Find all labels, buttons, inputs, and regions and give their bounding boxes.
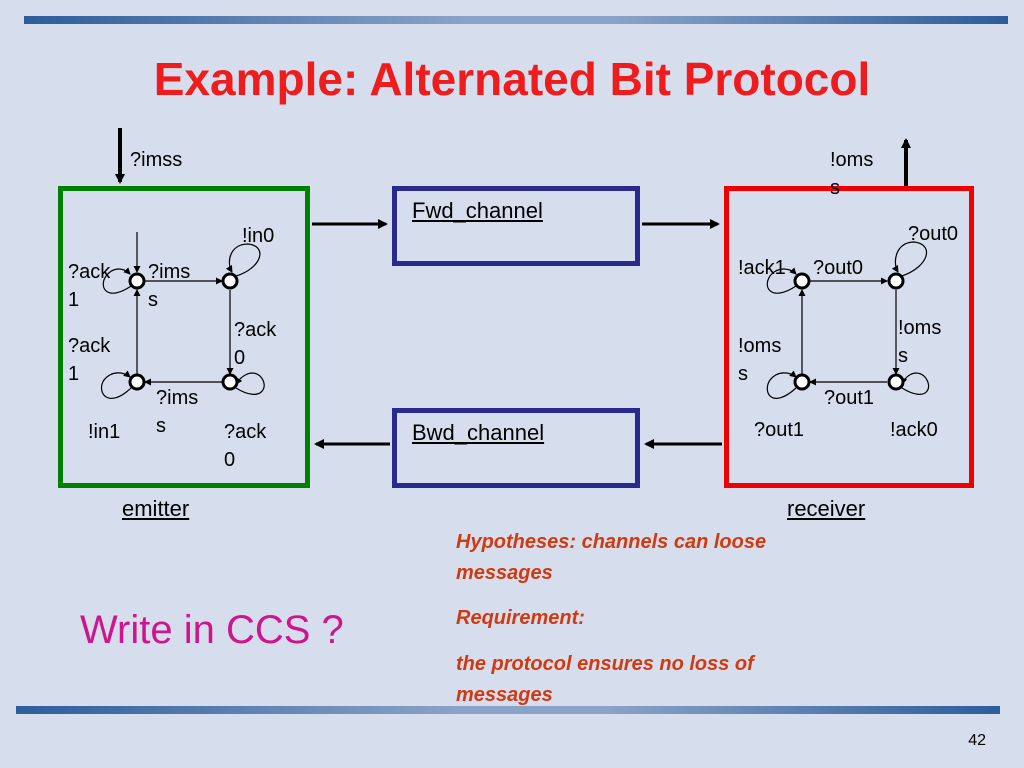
emitter-ack1-left-label-l1: ?ack bbox=[68, 335, 111, 357]
receiver-states bbox=[793, 272, 905, 391]
receiver-ack1-label: !ack1 bbox=[738, 257, 786, 279]
emitter-state-machine bbox=[100, 232, 265, 399]
emitter-state-2 bbox=[221, 373, 239, 391]
emitter-caption: emitter bbox=[122, 496, 190, 521]
page-number: 42 bbox=[968, 732, 986, 749]
emitter-imss-bottom-label-l1: ?ims bbox=[156, 387, 199, 409]
emitter-state-3 bbox=[128, 373, 146, 391]
receiver-box bbox=[724, 186, 974, 488]
emitter-state-1 bbox=[221, 272, 239, 290]
output-label-line2: s bbox=[830, 177, 840, 199]
emitter-imss-top-label-l1: ?ims bbox=[148, 261, 191, 283]
receiver-out0-top-label: ?out0 bbox=[908, 223, 959, 245]
emitter-ack0-right-label-l1: ?ack bbox=[234, 319, 277, 341]
emitter-ack1-left-label-l2: 1 bbox=[68, 363, 80, 385]
receiver-omss-right-label-l2: s bbox=[898, 345, 908, 367]
emitter-in0-label: !in0 bbox=[242, 225, 275, 247]
top-divider-bar bbox=[24, 16, 1008, 24]
emitter-ack0-right-label-l2: 0 bbox=[234, 347, 246, 369]
requirement-label: Requirement: bbox=[456, 607, 585, 629]
receiver-ack0-label: !ack0 bbox=[890, 419, 938, 441]
receiver-caption: receiver bbox=[787, 496, 866, 521]
receiver-out1-mid-label: ?out1 bbox=[824, 387, 875, 409]
slide-title: Example: Alternated Bit Protocol bbox=[153, 53, 871, 105]
output-label-line1: !oms bbox=[830, 149, 874, 171]
emitter-ack0-bottom-label-l2: 0 bbox=[224, 449, 236, 471]
receiver-omss-left-label-l2: s bbox=[738, 363, 748, 385]
emitter-ack1-top-label-l2: 1 bbox=[68, 289, 80, 311]
receiver-state-machine bbox=[766, 241, 930, 399]
receiver-out0-mid-label: ?out0 bbox=[813, 257, 864, 279]
bwd-channel-label: Bwd_channel bbox=[412, 420, 545, 445]
receiver-state-1 bbox=[887, 272, 905, 290]
receiver-omss-right-label-l1: !oms bbox=[898, 317, 942, 339]
emitter-imss-bottom-label-l2: s bbox=[156, 415, 166, 437]
input-label: ?imss bbox=[130, 149, 183, 171]
receiver-state-0 bbox=[793, 272, 811, 290]
bwd-channel-box bbox=[392, 408, 640, 488]
fwd-channel-label: Fwd_channel bbox=[412, 198, 543, 223]
requirement-line2: messages bbox=[456, 684, 553, 706]
receiver-state-2 bbox=[887, 373, 905, 391]
fwd-channel-box bbox=[392, 186, 640, 266]
emitter-ack0-bottom-label-l1: ?ack bbox=[224, 421, 267, 443]
emitter-states bbox=[128, 272, 239, 391]
hypotheses-line2: messages bbox=[456, 562, 553, 584]
emitter-in1-label: !in1 bbox=[88, 421, 121, 443]
emitter-state-0 bbox=[128, 272, 146, 290]
receiver-state-3 bbox=[793, 373, 811, 391]
bottom-divider-bar bbox=[16, 706, 1000, 714]
receiver-out1-bottom-label: ?out1 bbox=[754, 419, 805, 441]
requirement-line1: the protocol ensures no loss of bbox=[456, 653, 754, 675]
emitter-box bbox=[58, 186, 310, 488]
ccs-question: Write in CCS ? bbox=[80, 608, 344, 652]
hypotheses-line1: Hypotheses: channels can loose bbox=[456, 531, 767, 553]
emitter-imss-top-label-l2: s bbox=[148, 289, 158, 311]
emitter-ack1-top-label-l1: ?ack bbox=[68, 261, 111, 283]
receiver-omss-left-label-l1: !oms bbox=[738, 335, 782, 357]
